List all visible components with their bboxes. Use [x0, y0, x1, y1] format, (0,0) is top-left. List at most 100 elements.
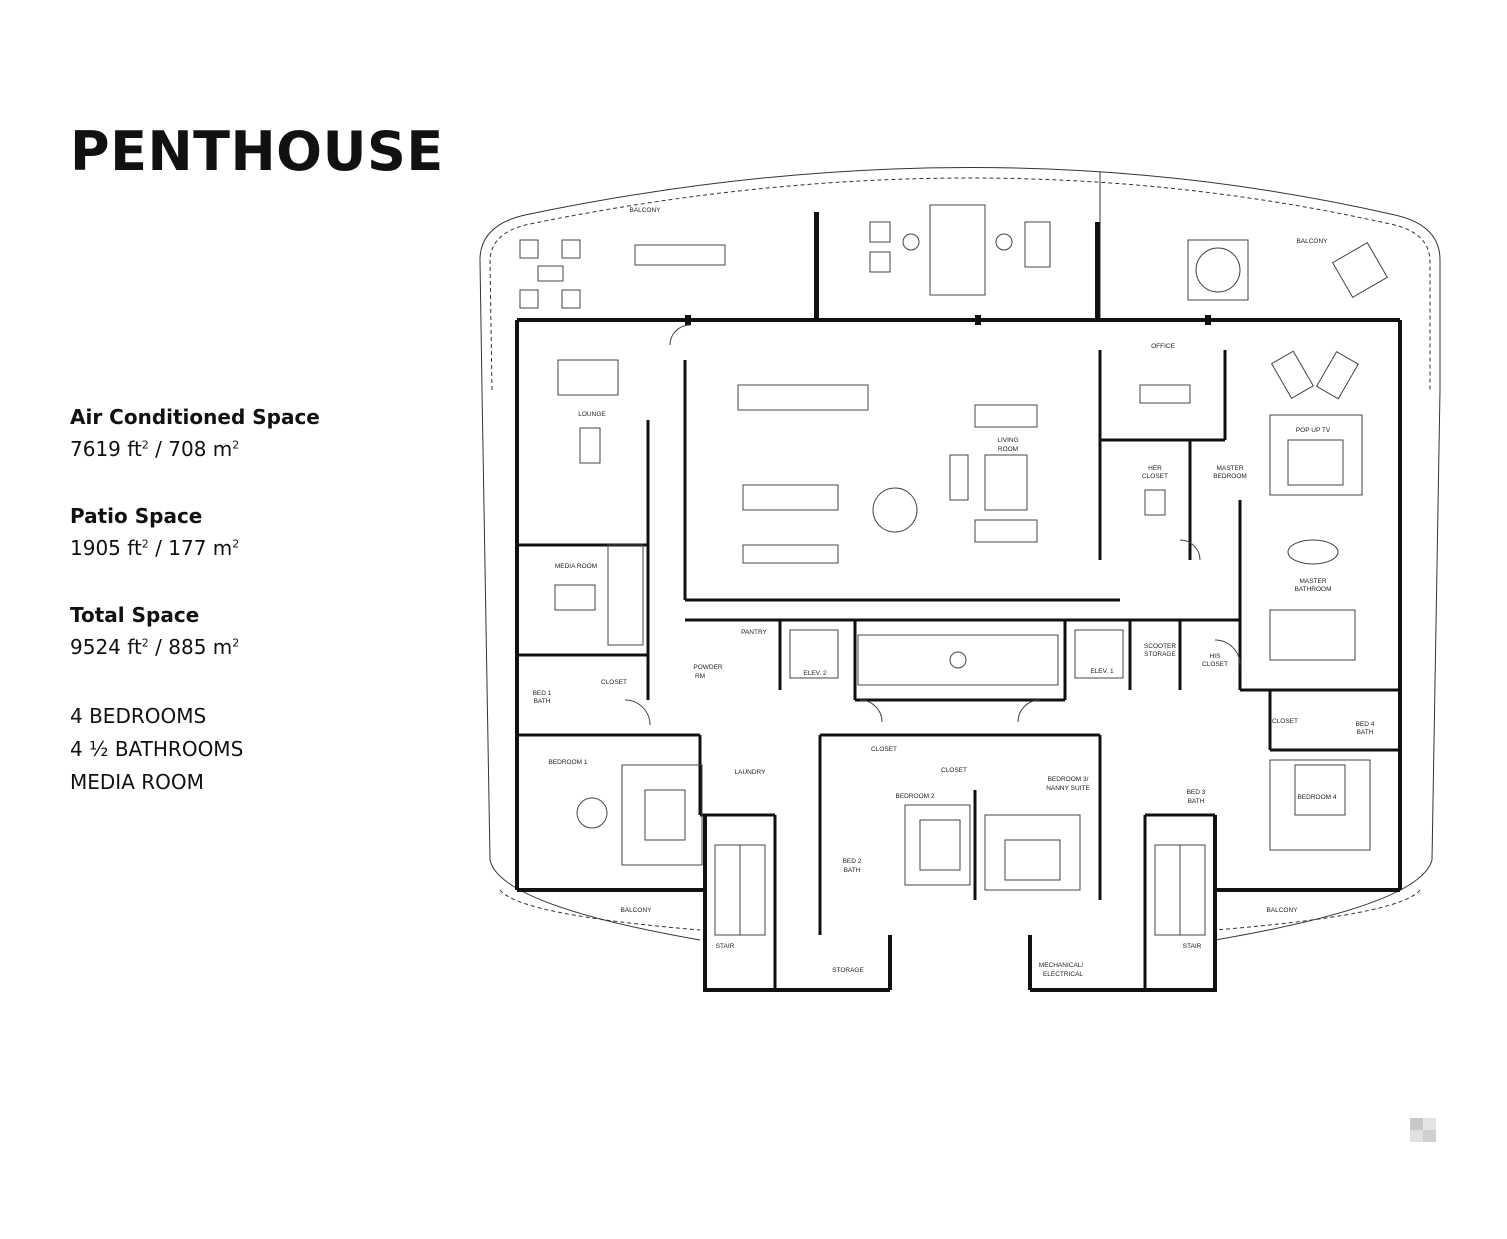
label-elev-2: ELEV. 2 [803, 670, 827, 677]
label-balcony-top-right: BALCONY [1296, 238, 1328, 245]
kitchen-island [742, 484, 839, 511]
master-tub [1287, 539, 1339, 565]
master-lounger [1315, 350, 1359, 400]
label-bed2-bath: BED 2 [843, 858, 862, 865]
spec-label: Patio Space [70, 504, 203, 528]
balcony-chair [519, 239, 539, 259]
balcony-outline-right [1214, 389, 1441, 941]
elevator-1-car [1074, 629, 1124, 679]
spec-total: Total Space 9524 ft2 / 885 m2 [70, 603, 239, 659]
label-bedroom-2: BEDROOM 2 [895, 793, 934, 800]
door-swing [1017, 699, 1041, 723]
door-swing [859, 699, 883, 723]
spec-air-conditioned: Air Conditioned Space 7619 ft2 / 708 m2 [70, 405, 320, 461]
billiard-table [557, 359, 619, 396]
label-media-room: MEDIA ROOM [555, 563, 597, 570]
label-stair: STAIR [716, 943, 735, 950]
column-top [975, 315, 981, 325]
media-sofa [607, 544, 644, 646]
lounge-counter [579, 427, 601, 464]
label-bedroom-1: BEDROOM 1 [548, 759, 587, 766]
label-closet: CLOSET [601, 679, 627, 686]
bedroom3-bed-area [984, 814, 1081, 891]
balcony-chair [561, 289, 581, 309]
balcony-outline-top-dashed [489, 177, 1431, 391]
label-lounge: LOUNGE [578, 411, 606, 418]
door-swing [1179, 539, 1201, 561]
jacuzzi [1187, 239, 1249, 301]
spec-label: Total Space [70, 603, 200, 627]
column-balcony-1 [814, 212, 819, 322]
balcony-chair [561, 239, 581, 259]
balcony-side-table [995, 233, 1013, 251]
spec-patio: Patio Space 1905 ft2 / 177 m2 [70, 504, 239, 560]
label-powder-rm: POWDER [693, 664, 723, 671]
label-elev-1: ELEV. 1 [1090, 668, 1114, 675]
label-stair: STAIR [1183, 943, 1202, 950]
label-balcony-bottom-right: BALCONY [1266, 907, 1298, 914]
spec-value: 9524 ft2 / 885 m2 [70, 635, 240, 659]
wall-stair-right [1030, 815, 1217, 992]
elevator-lobby-console [857, 634, 1059, 686]
column-balcony-2 [1095, 222, 1100, 322]
balcony-outline-left [481, 389, 701, 941]
label-his-closet: HIS [1210, 653, 1222, 660]
label-scooter-storage: STORAGE [1144, 651, 1176, 658]
label-master-bathroom: MASTER [1299, 578, 1326, 585]
balcony-armchair [869, 221, 891, 243]
label-bed3-bath: BATH [1188, 798, 1205, 805]
label-closet: CLOSET [871, 746, 897, 753]
label-living-room: LIVING [997, 437, 1018, 444]
label-closet: CLOSET [941, 767, 967, 774]
label-bedroom-3: NANNY SUITE [1046, 785, 1090, 792]
bedroom1-bed-area [621, 764, 703, 866]
label-bedroom-3: BEDROOM 3/ [1048, 776, 1089, 783]
label-living-room: ROOM [998, 446, 1018, 453]
bedroom1-table [576, 797, 608, 829]
label-bed1-bath: BED 1 [533, 690, 552, 697]
bedroom2-bed [919, 819, 961, 871]
balcony-chair [519, 289, 539, 309]
balcony-lounger [1331, 241, 1389, 299]
balcony-armchair [869, 251, 891, 273]
label-storage: STORAGE [832, 967, 864, 974]
door-swing [1214, 639, 1241, 666]
balcony-side-table [537, 265, 564, 282]
master-shower [1269, 609, 1356, 661]
spec-label: Air Conditioned Space [70, 405, 320, 429]
stair-left-treads [714, 844, 766, 936]
label-master-bathroom: BATHROOM [1294, 586, 1331, 593]
master-lounger [1270, 350, 1314, 400]
elevator-2-car [789, 629, 839, 679]
lobby-feature [949, 651, 967, 669]
bedroom4-bed-area [1269, 759, 1371, 851]
label-mechanical: ELECTRICAL [1043, 971, 1083, 978]
page-title: PENTHOUSE [70, 120, 444, 183]
feature-media-room: MEDIA ROOM [70, 770, 204, 794]
living-sofa [974, 519, 1038, 543]
living-armchair [949, 454, 969, 501]
label-powder-rm: RM [695, 673, 705, 680]
bedroom1-bed [644, 789, 686, 841]
balcony-dining-table [634, 244, 726, 266]
jacuzzi-basin [1195, 247, 1241, 293]
balcony-outline-top [479, 167, 1441, 391]
bedroom2-bed-area [904, 804, 971, 886]
column-top-right [1205, 315, 1211, 325]
living-sofa [974, 404, 1038, 428]
media-ottoman [554, 584, 596, 611]
corner-mark-icon [1410, 1118, 1436, 1142]
door-swing [624, 699, 651, 726]
bedroom4-bed [1294, 764, 1346, 816]
column-top-left [685, 315, 691, 325]
label-office: OFFICE [1151, 343, 1175, 350]
spec-value: 7619 ft2 / 708 m2 [70, 437, 240, 461]
balcony-armchair [1024, 221, 1051, 268]
spec-value: 1905 ft2 / 177 m2 [70, 536, 240, 560]
balcony-right-dashed [1214, 889, 1421, 931]
label-mechanical: MECHANICAL/ [1039, 962, 1084, 969]
master-bed-area [1269, 414, 1363, 496]
label-pantry: PANTRY [741, 629, 767, 636]
label-bedroom-4: BEDROOM 4 [1297, 794, 1336, 801]
